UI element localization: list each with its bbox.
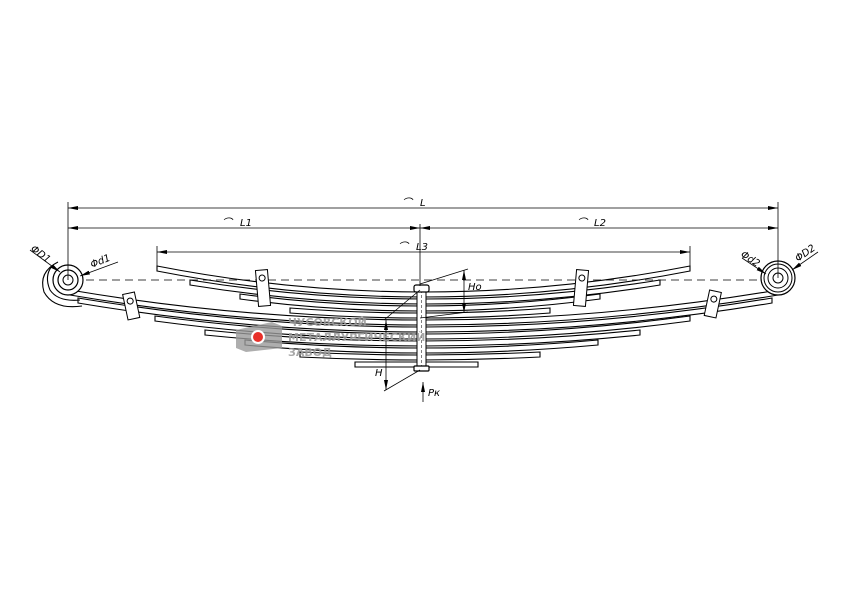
- clamp-2: [254, 269, 272, 307]
- label-L2: L2: [594, 218, 606, 229]
- center-bolt: [413, 284, 430, 372]
- label-L3: L3: [416, 242, 428, 253]
- label-L: L: [420, 198, 426, 209]
- logo-line-3: ЗАВОД: [288, 346, 332, 359]
- arc-symbol-L3: ⌒: [398, 241, 410, 253]
- arc-symbol-L1: ⌒: [222, 217, 234, 229]
- spring-leaf: [204, 329, 641, 347]
- label-Ho: Ho: [468, 282, 482, 293]
- spring-leaf: [189, 279, 661, 305]
- arc-symbol-L2: ⌒: [577, 217, 589, 229]
- logo-line-2: МЕТАЛЛУРГИЧЕСКИЙ: [288, 331, 425, 344]
- label-D2: ΦD2: [793, 243, 817, 265]
- spring-leaf: [244, 339, 599, 354]
- logo: ЧУСОВСКОЙ МЕТАЛЛУРГИЧЕСКИЙ ЗАВОД: [236, 316, 425, 359]
- label-L1: L1: [240, 218, 252, 229]
- arc-symbol-L: ⌒: [402, 197, 414, 209]
- logo-line-1: ЧУСОВСКОЙ: [288, 316, 367, 329]
- label-H: H: [375, 368, 383, 379]
- clamp-3: [572, 269, 590, 307]
- dimensions: [29, 202, 819, 402]
- label-D1: ΦD1: [28, 244, 52, 266]
- label-Pk: Pк: [428, 388, 440, 399]
- spring-leaf: [154, 315, 691, 340]
- spring-leaf: [156, 265, 691, 298]
- clamp-1: [122, 291, 141, 321]
- spring-leaf: [289, 307, 551, 319]
- left-eye: [42, 261, 84, 308]
- clamp-4: [703, 289, 722, 319]
- spring-leaf: [239, 293, 601, 312]
- label-d2: Φd2: [738, 249, 761, 269]
- spring-leaf: [77, 297, 773, 333]
